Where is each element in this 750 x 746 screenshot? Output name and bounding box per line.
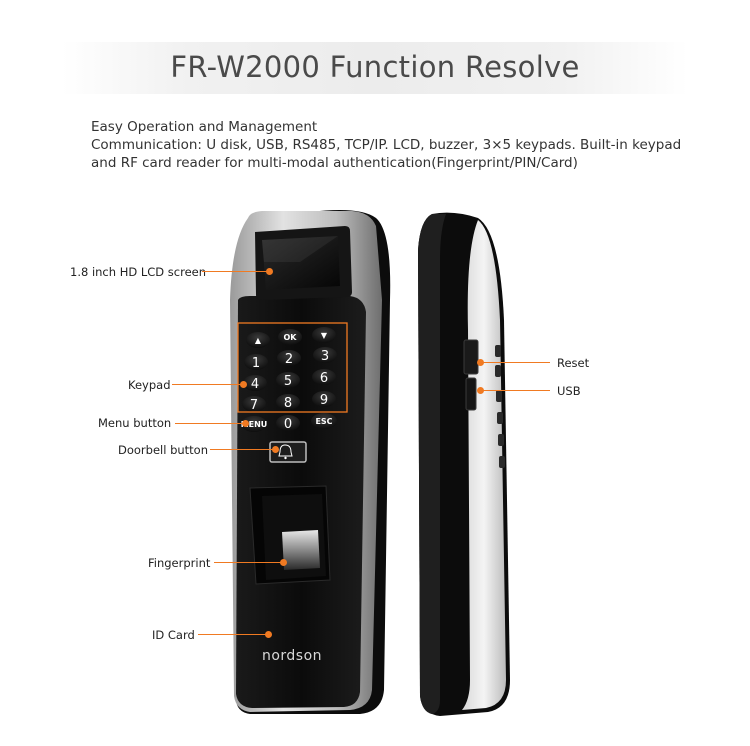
key-7[interactable] [242,396,266,412]
callout-idcard-line [198,634,268,635]
key-3[interactable] [313,347,337,363]
reset-button[interactable] [463,339,479,375]
key-7-label: 7 [250,398,258,413]
callout-lcd-line [202,271,270,272]
key-8[interactable] [276,394,300,410]
key-9[interactable] [312,391,336,407]
key-6-label: 6 [320,371,328,386]
key-up[interactable] [246,332,270,348]
callout-reset-line [482,362,550,363]
key-0-label: 0 [284,417,292,432]
callout-doorbell-label: Doorbell button [118,443,209,457]
intro-line-3: and RF card reader for multi-modal authe… [91,155,578,171]
usb-port[interactable] [465,377,477,411]
callout-fingerprint-line [214,562,284,563]
key-ok[interactable] [278,329,302,345]
callout-doorbell-line [210,449,276,450]
key-esc[interactable] [311,413,337,429]
key-esc-label: ESC [315,417,332,426]
callout-lcd-dot [266,268,273,275]
key-3-label: 3 [321,349,329,364]
callout-reset-dot [477,359,484,366]
key-4-label: 4 [251,377,259,392]
key-1[interactable] [244,354,268,370]
intro-line-2: Communication: U disk, USB, RS485, TCP/I… [91,137,682,153]
keypad-highlight [237,322,348,413]
callout-usb-line [482,390,550,391]
doorbell-button[interactable] [269,441,307,463]
bell-clapper-icon [284,456,287,460]
callout-keypad-label: Keypad [128,378,171,392]
intro-text: Easy Operation and Management Communicat… [91,118,681,172]
key-9-label: 9 [320,393,328,408]
key-2[interactable] [277,350,301,366]
key-down[interactable] [312,327,336,343]
callout-reset-label: Reset [557,356,590,370]
callout-menu-label: Menu button [98,416,172,430]
key-5[interactable] [276,372,300,388]
page-title: FR-W2000 Function Resolve [170,50,580,84]
callout-idcard-dot [265,631,272,638]
key-menu-label: MENU [241,420,268,429]
key-1-label: 1 [252,356,260,371]
callout-keypad-line [172,384,244,385]
key-down-label: ▼ [321,331,328,340]
device-front: ▲ OK ▼ 1 2 3 4 5 6 7 8 9 MENU 0 ESC nord… [230,210,391,714]
callout-idcard-label: ID Card [152,628,195,642]
key-0[interactable] [276,415,300,431]
title-banner [62,42,688,94]
callout-lcd-label: 1.8 inch HD LCD screen [70,265,207,279]
key-5-label: 5 [284,374,292,389]
keypad: ▲ OK ▼ 1 2 3 4 5 6 7 8 9 MENU 0 ESC [241,327,337,432]
key-2-label: 2 [285,352,293,367]
key-up-label: ▲ [255,336,262,345]
callout-menu-dot [242,420,249,427]
fingerprint-prism[interactable] [282,530,320,570]
callout-doorbell-dot [272,446,279,453]
callout-usb-label: USB [557,384,581,398]
brand-logo: nordson [262,648,322,664]
intro-line-1: Easy Operation and Management [91,119,318,135]
bell-icon [278,444,293,457]
callout-fingerprint-dot [280,559,287,566]
callout-fingerprint-label: Fingerprint [148,556,211,570]
key-8-label: 8 [284,396,292,411]
key-4[interactable] [243,375,267,391]
key-ok-label: OK [284,333,298,342]
callout-menu-line [175,423,245,424]
callout-keypad-dot [240,381,247,388]
device-side [418,212,510,716]
key-6[interactable] [312,369,336,385]
callout-usb-dot [477,387,484,394]
